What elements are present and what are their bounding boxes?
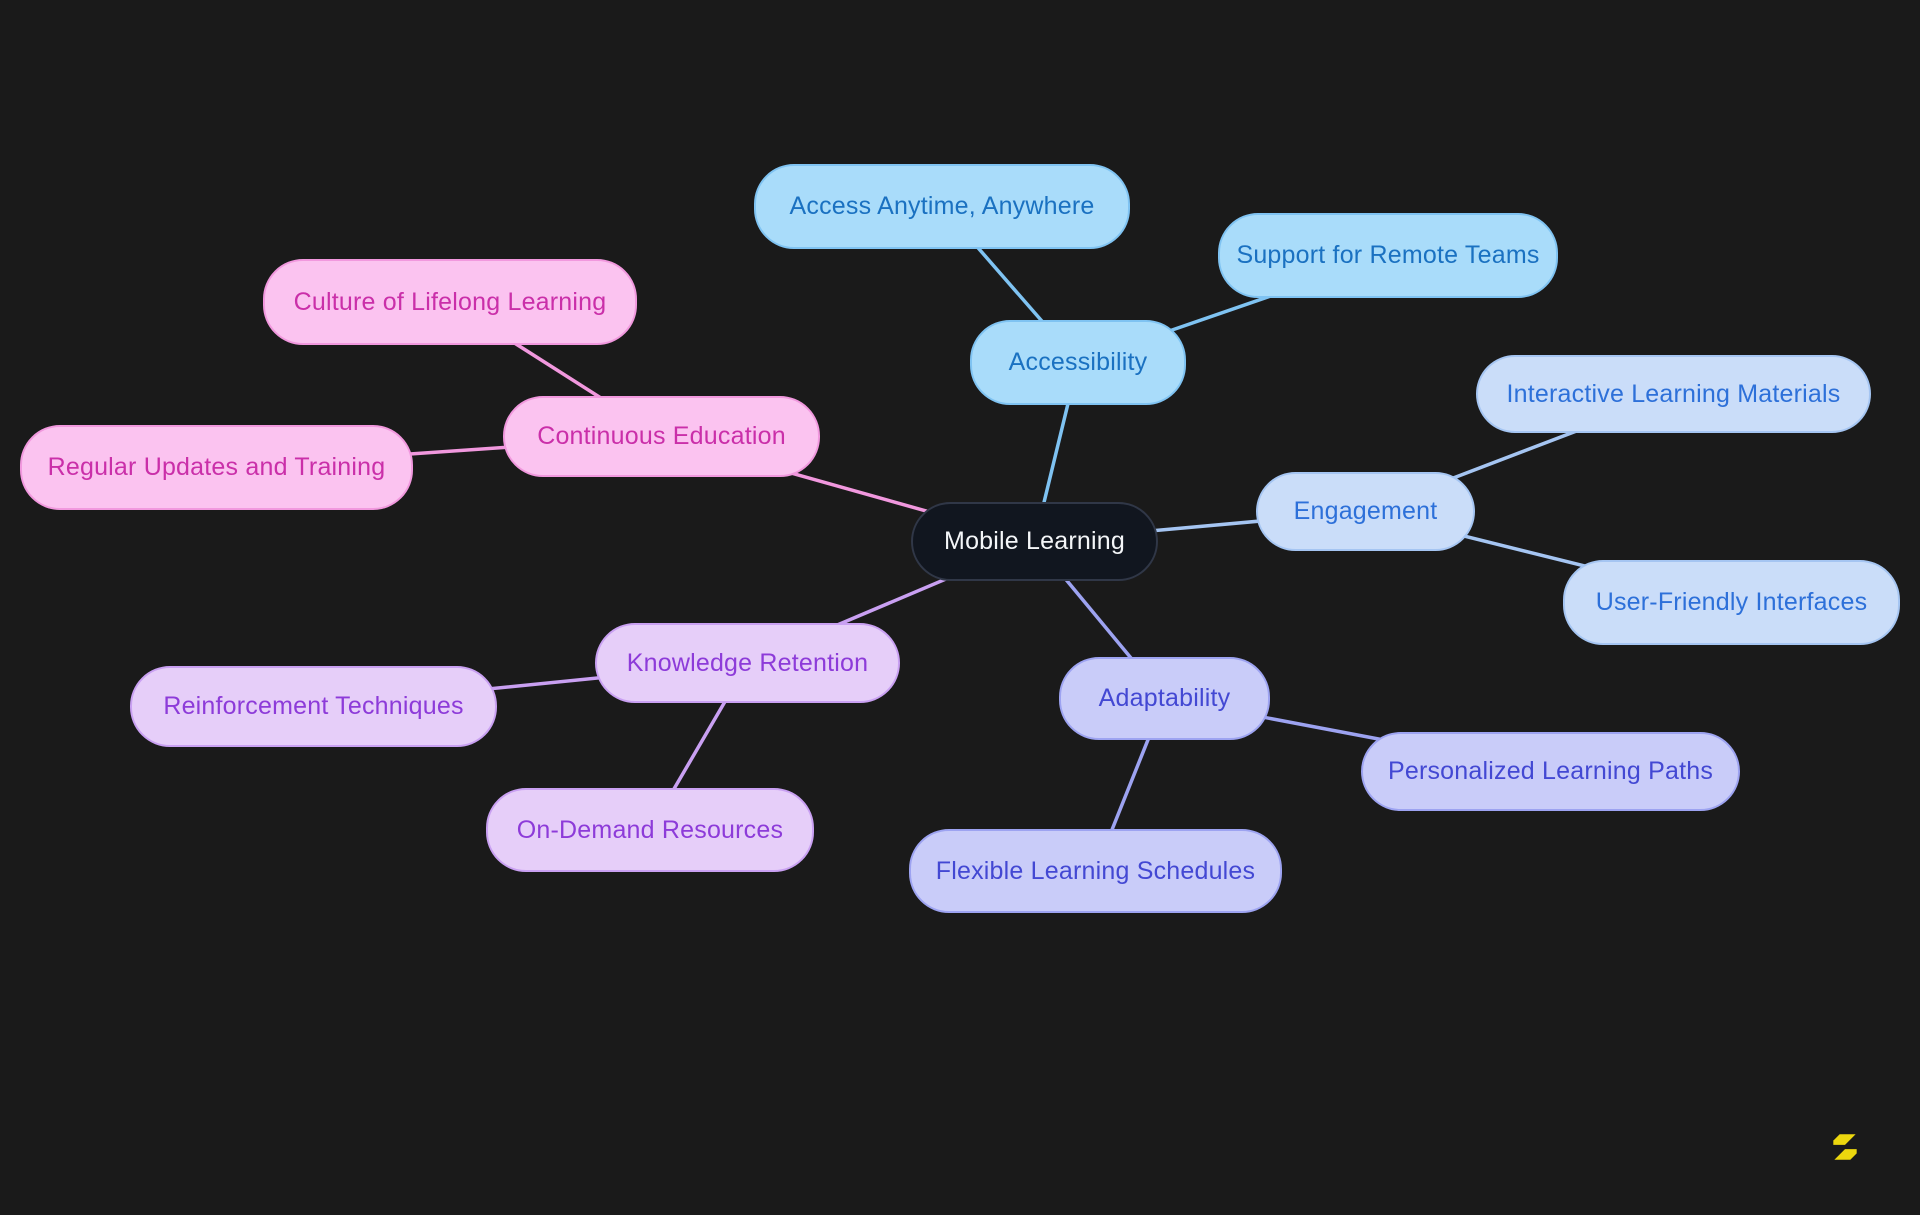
node-mobile-learning[interactable]: Mobile Learning [911,502,1158,581]
node-flexible-learning-schedules[interactable]: Flexible Learning Schedules [909,829,1282,913]
node-regular-updates-and-training[interactable]: Regular Updates and Training [20,425,413,510]
node-accessibility[interactable]: Accessibility [970,320,1186,405]
node-personalized-learning-paths[interactable]: Personalized Learning Paths [1361,732,1740,811]
node-continuous-education[interactable]: Continuous Education [503,396,820,477]
node-culture-of-lifelong-learning[interactable]: Culture of Lifelong Learning [263,259,637,345]
node-interactive-learning-materials[interactable]: Interactive Learning Materials [1476,355,1871,433]
node-support-for-remote-teams[interactable]: Support for Remote Teams [1218,213,1558,298]
brand-s-logo-icon [1833,1134,1857,1160]
node-on-demand-resources[interactable]: On-Demand Resources [486,788,814,872]
node-user-friendly-interfaces[interactable]: User-Friendly Interfaces [1563,560,1900,645]
node-engagement[interactable]: Engagement [1256,472,1475,551]
node-knowledge-retention[interactable]: Knowledge Retention [595,623,900,703]
node-reinforcement-techniques[interactable]: Reinforcement Techniques [130,666,497,747]
node-access-anytime-anywhere[interactable]: Access Anytime, Anywhere [754,164,1130,249]
node-adaptability[interactable]: Adaptability [1059,657,1270,740]
